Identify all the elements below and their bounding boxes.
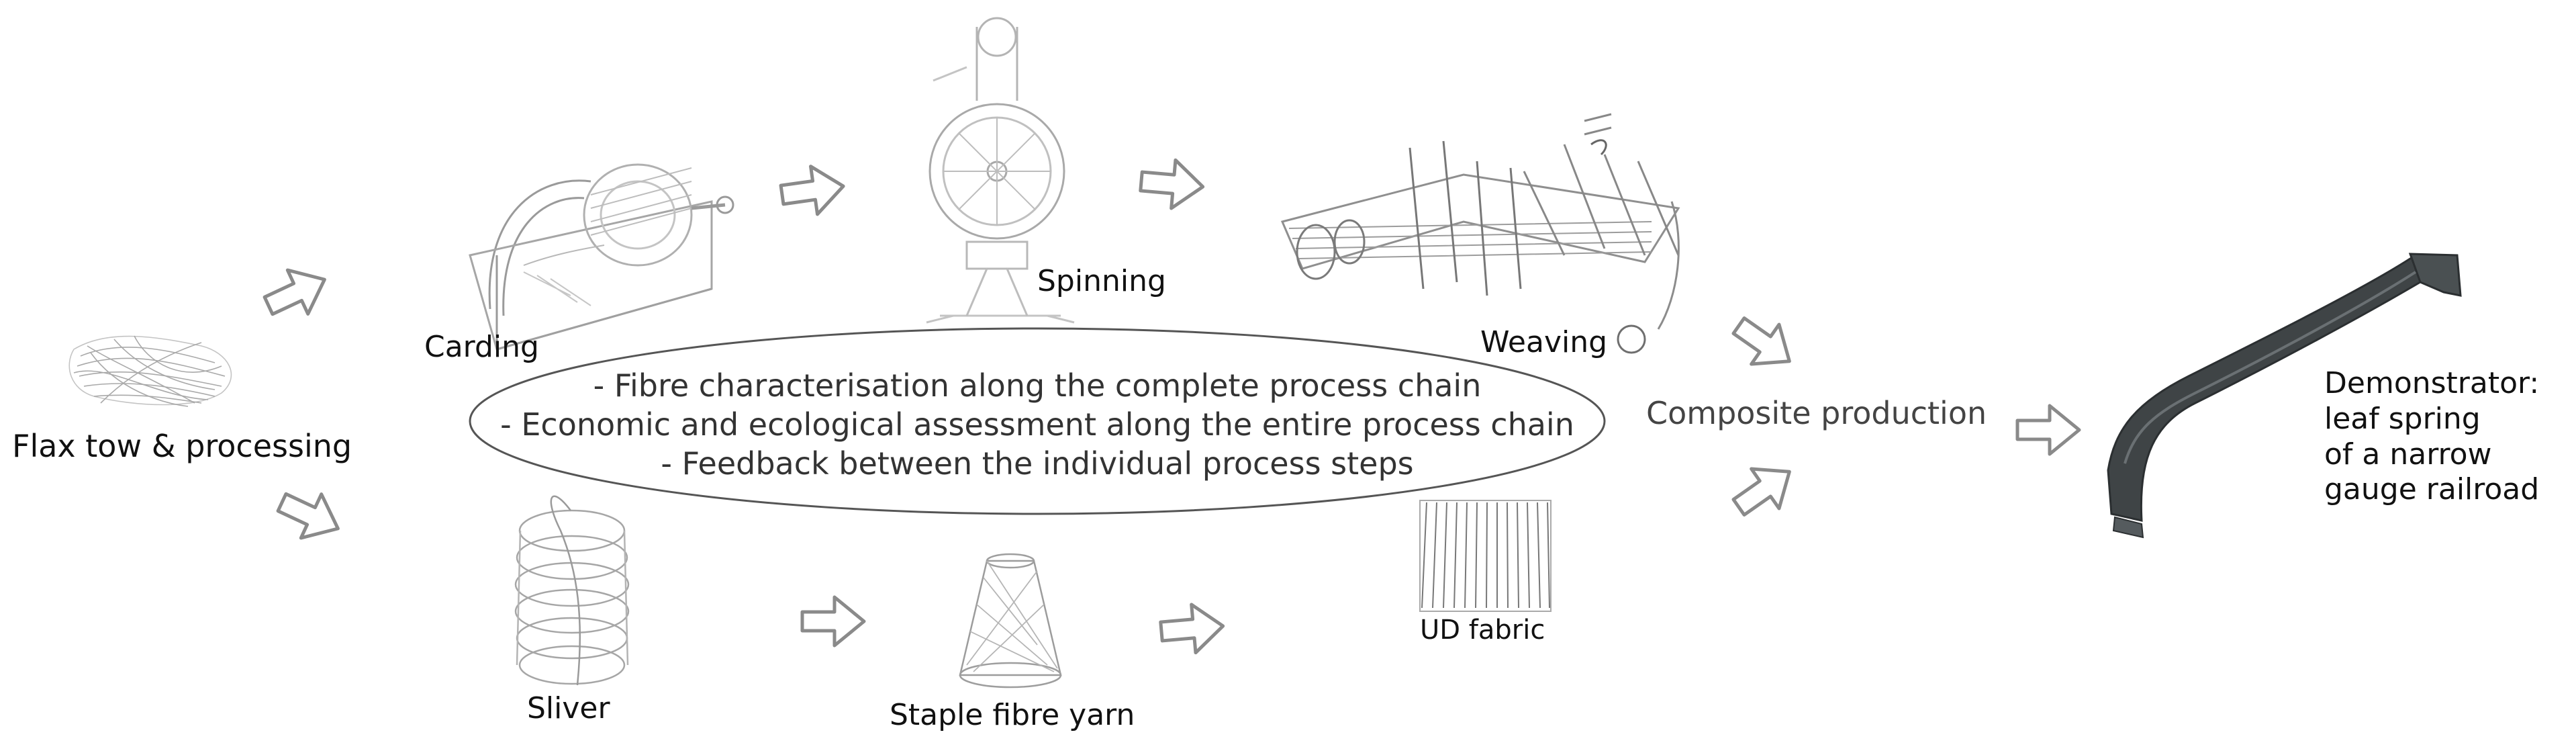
note-fibre-characterisation: - Fibre characterisation along the compl… <box>593 367 1482 404</box>
arrow-flax-to-sliver <box>272 480 348 550</box>
arrow-carding-to-spinning <box>779 163 847 219</box>
sliver-image <box>514 495 630 686</box>
note-economic-ecological-assessment: - Economic and ecological assessment alo… <box>500 406 1574 443</box>
yarn-cone-image <box>959 553 1062 689</box>
weaving-loom-image <box>1280 113 1680 354</box>
label-spinning: Spinning <box>1037 264 1166 298</box>
arrow-spinning-to-weaving <box>1139 157 1205 211</box>
label-flax-tow: Flax tow & processing <box>12 428 352 464</box>
arrow-sliver-to-yarn <box>802 597 864 646</box>
central-notes-ellipse <box>469 327 1606 515</box>
demonstrator-line-4: gauge railroad <box>2324 472 2540 507</box>
label-staple-fibre-yarn: Staple fibre yarn <box>890 698 1135 732</box>
flax-tow-image <box>68 335 232 407</box>
arrow-weaving-to-composite <box>1725 306 1803 382</box>
demonstrator-line-3: of a narrow <box>2324 437 2492 472</box>
label-weaving: Weaving <box>1480 325 1608 359</box>
arrow-yarn-to-udfabric <box>1159 602 1225 656</box>
demonstrator-label: Demonstrator: leaf spring of a narrow ga… <box>2324 366 2539 508</box>
spinning-wheel-image <box>926 17 1075 324</box>
label-ud-fabric: UD fabric <box>1420 615 1545 646</box>
demonstrator-line-2: leaf spring <box>2324 401 2481 436</box>
arrow-composite-to-demonstrator <box>2017 406 2079 454</box>
arrow-udfabric-to-composite <box>1725 452 1803 527</box>
leaf-spring-image <box>2107 253 2462 539</box>
ud-fabric-image <box>1419 500 1552 612</box>
note-feedback-process-steps: - Feedback between the individual proces… <box>661 445 1414 482</box>
label-sliver: Sliver <box>527 691 610 725</box>
arrow-flax-to-carding <box>258 257 335 327</box>
demonstrator-line-1: Demonstrator: <box>2324 366 2540 400</box>
label-carding: Carding <box>424 330 539 364</box>
carding-machine-image <box>469 163 734 351</box>
label-composite-production: Composite production <box>1646 395 1987 431</box>
